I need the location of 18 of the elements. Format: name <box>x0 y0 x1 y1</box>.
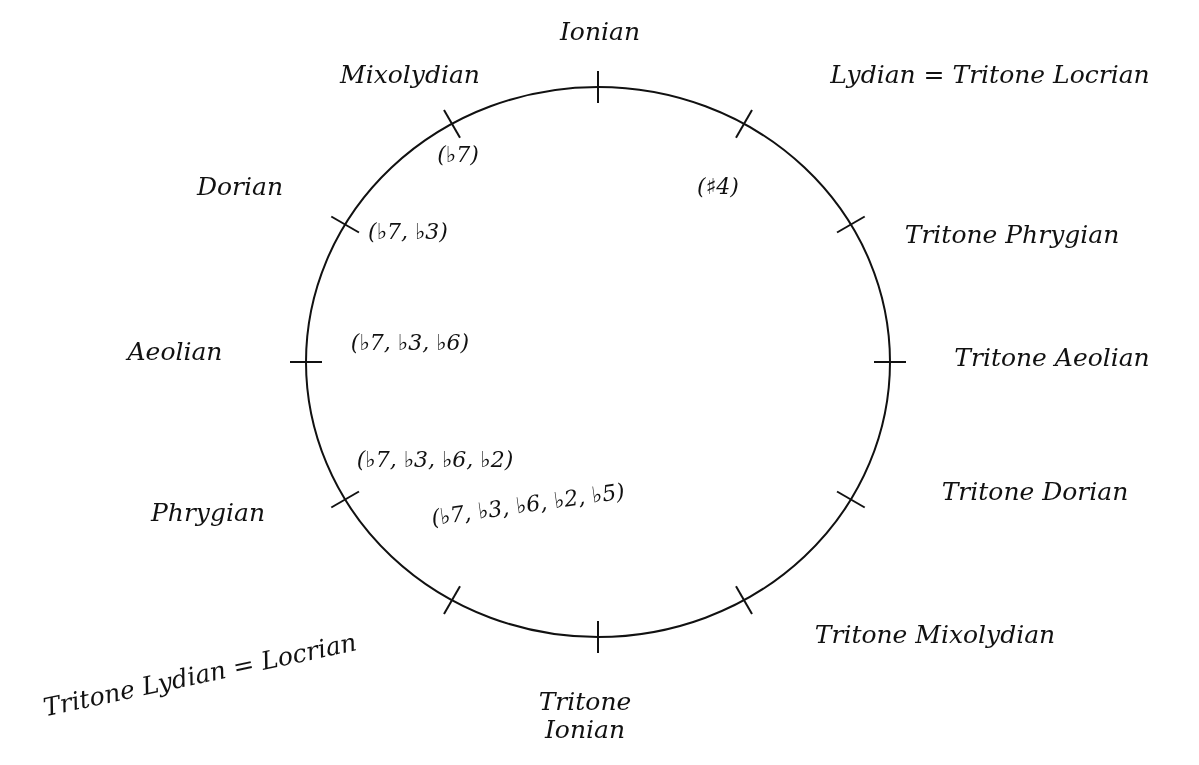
mode-label: Dorian <box>196 173 284 201</box>
mode-label: Lydian = Tritone Locrian <box>830 61 1150 89</box>
mode-label: Tritone Ionian <box>537 687 633 743</box>
mode-label: Ionian <box>560 18 640 46</box>
interval-label: (♭7, ♭3) <box>368 219 448 245</box>
mode-label: Tritone Aeolian <box>954 344 1150 372</box>
mode-label: Phrygian <box>151 499 265 527</box>
mode-label: Tritone Dorian <box>941 478 1129 506</box>
interval-label: (♭7, ♭3, ♭6, ♭2) <box>356 447 514 473</box>
interval-label: (♭7, ♭3, ♭6) <box>350 330 470 356</box>
interval-label: (♯4) <box>697 174 739 200</box>
interval-label: (♭7, ♭3, ♭6, ♭2, ♭5) <box>429 479 627 531</box>
mode-label: Tritone Lydian = Locrian <box>40 628 360 722</box>
interval-label: (♭7) <box>437 142 479 168</box>
mode-label: Tritone Mixolydian <box>814 621 1056 649</box>
mode-label: Mixolydian <box>340 61 480 89</box>
mode-label: Tritone Phrygian <box>904 221 1120 249</box>
mode-label: Aeolian <box>127 338 223 366</box>
